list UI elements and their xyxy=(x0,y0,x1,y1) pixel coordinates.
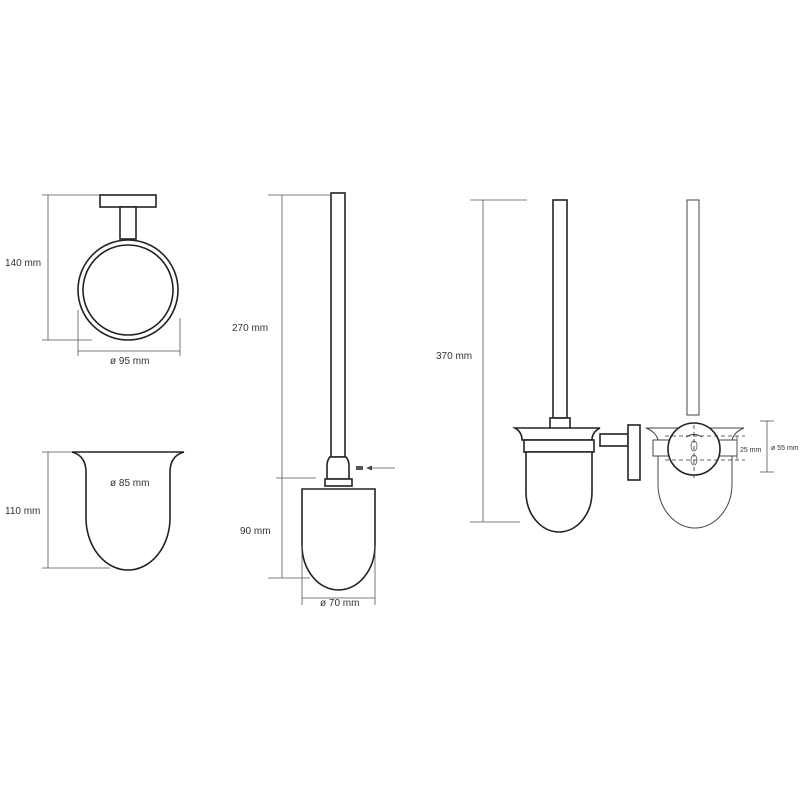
collar xyxy=(324,478,353,487)
handle-neck xyxy=(326,456,350,480)
brush-view: 270 mm 90 mm ø 70 mm xyxy=(232,192,395,609)
brush-handle xyxy=(552,199,568,419)
screw-slot xyxy=(685,434,703,438)
wall-plate xyxy=(627,424,641,481)
glass-cup xyxy=(657,455,733,529)
plate-diameter-label: ø 55 mm xyxy=(771,445,799,452)
offset-label: 25 mm xyxy=(740,447,762,454)
upper-length-label: 270 mm xyxy=(232,323,268,334)
brush-handle xyxy=(330,192,346,458)
stem xyxy=(119,206,137,240)
diameter-label: ø 95 mm xyxy=(110,356,149,367)
screw-hole-icon xyxy=(690,454,698,466)
assembled-side-view: 25 mm ø 55 mm xyxy=(645,199,799,529)
screw-hole-icon xyxy=(690,440,698,452)
cup-outline xyxy=(71,451,185,571)
height-label: 110 mm xyxy=(5,506,40,517)
holder-ring xyxy=(523,439,595,453)
assembled-front-view: 370 mm xyxy=(436,199,641,533)
total-height-label: 370 mm xyxy=(436,351,472,362)
detail-mark xyxy=(356,466,363,470)
diameter-label: ø 70 mm xyxy=(320,598,359,609)
brush-handle xyxy=(686,199,700,416)
height-label: 140 mm xyxy=(5,258,41,269)
mount-plate xyxy=(99,194,157,208)
glass-cup xyxy=(525,451,593,533)
glass-cup-view: 110 mm ø 85 mm xyxy=(5,451,185,571)
brush-head xyxy=(301,488,376,591)
wall-arm xyxy=(599,433,629,447)
ring-rim xyxy=(511,427,601,441)
holder-ring-view: 140 mm ø 95 mm xyxy=(5,194,181,367)
diameter-label: ø 85 mm xyxy=(110,478,149,489)
lower-length-label: 90 mm xyxy=(240,526,271,537)
ring-inner xyxy=(82,244,174,336)
